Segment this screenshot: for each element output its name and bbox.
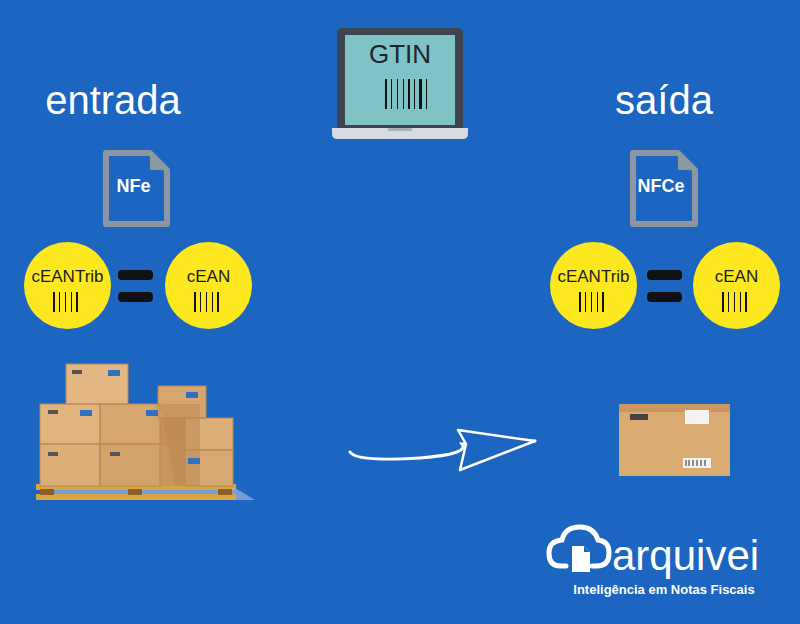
document-icon: NFCe <box>630 150 698 227</box>
laptop-frame <box>337 28 463 130</box>
laptop-notch <box>388 128 412 131</box>
node-text: cEANTrib <box>550 267 637 287</box>
arrow-head <box>458 430 535 470</box>
logo-doc-fold <box>584 546 590 552</box>
pallet-boxes <box>36 364 255 500</box>
logo-name: arquivei <box>612 532 782 580</box>
logo-tagline: Inteligência em Notas Fiscais <box>544 582 784 597</box>
document-icon: NFe <box>103 150 170 227</box>
node-text: cEAN <box>693 267 780 287</box>
section-title: entrada <box>13 78 213 123</box>
logo-doc <box>572 546 590 572</box>
node-text: cEAN <box>165 267 252 287</box>
node-text: cEANTrib <box>24 267 111 287</box>
equal-sign <box>647 292 682 302</box>
node-text: NFe <box>103 176 170 197</box>
code-circle: cEAN <box>693 242 780 329</box>
equal-sign <box>118 270 153 280</box>
equal-sign <box>647 270 682 280</box>
barcode <box>194 292 223 312</box>
code-circle: cEANTrib <box>24 242 111 329</box>
barcode <box>385 79 427 109</box>
equal-sign <box>118 292 153 302</box>
node-text: NFCe <box>630 176 698 197</box>
section-title: saída <box>564 78 764 123</box>
barcode <box>53 292 82 312</box>
node-text: GTIN <box>345 39 455 70</box>
barcode <box>579 292 608 312</box>
single-box <box>619 404 730 476</box>
code-circle: cEAN <box>165 242 252 329</box>
barcode <box>722 292 751 312</box>
laptop-screen: GTIN <box>345 35 455 125</box>
code-circle: cEANTrib <box>550 242 637 329</box>
laptop-base <box>332 128 468 139</box>
